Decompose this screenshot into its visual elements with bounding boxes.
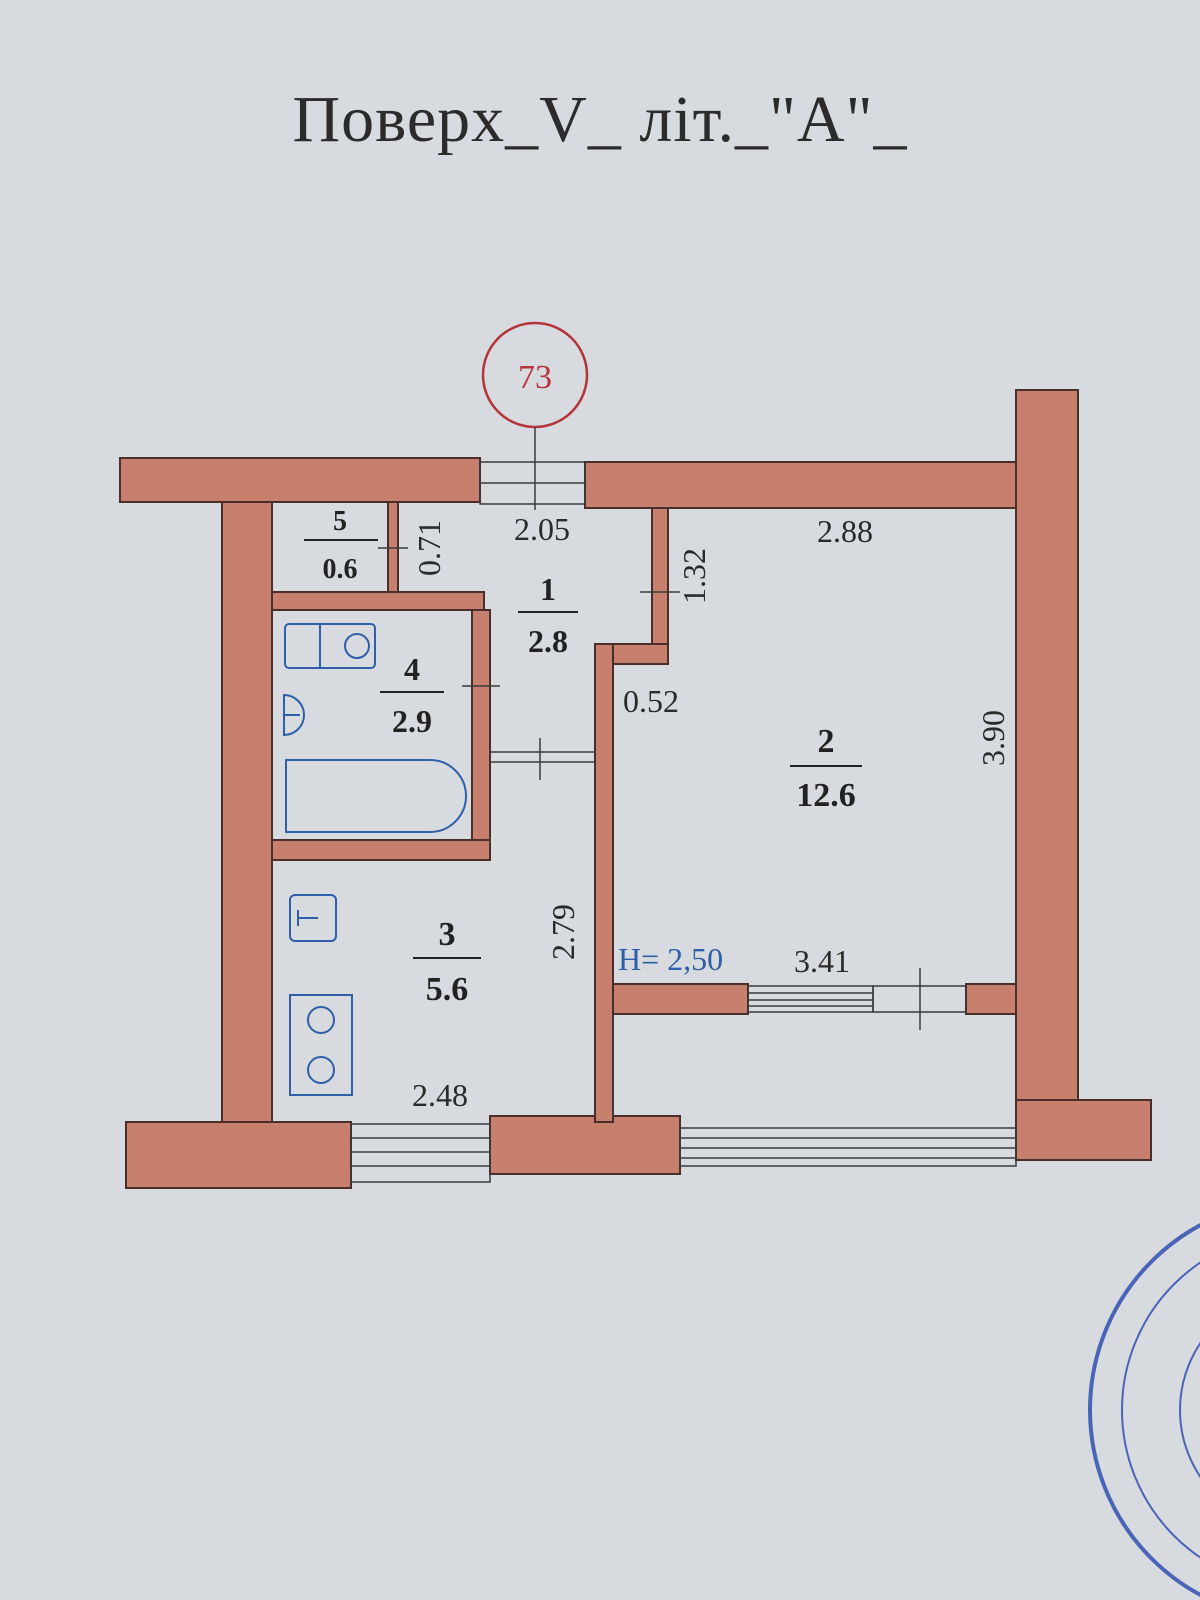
bathtub-icon xyxy=(285,759,467,833)
dim-kitchen-height: 2.79 xyxy=(545,904,581,960)
dim-hall-depth: 1.32 xyxy=(676,548,712,604)
dim-kitchen-width: 2.48 xyxy=(412,1077,468,1113)
wall-bath-top xyxy=(271,591,485,611)
apartment-number-marker: 73 xyxy=(481,321,589,510)
dim-room-height: 3.90 xyxy=(975,710,1011,766)
kitchen-door xyxy=(490,738,595,780)
wall-top-right xyxy=(584,461,1026,509)
wall-bath-right xyxy=(471,609,491,861)
dim-hall-width: 2.05 xyxy=(514,511,570,547)
walls xyxy=(119,389,1152,1189)
room-id: 2 xyxy=(818,723,835,760)
dim-storage-width: 0.71 xyxy=(411,520,447,576)
sink-icon xyxy=(289,894,337,942)
dim-room-bottom: 3.41 xyxy=(794,943,850,979)
room-label-4: 4 2.9 xyxy=(380,651,444,739)
washbasin-icon xyxy=(283,693,305,737)
room-area: 12.6 xyxy=(796,777,856,814)
room-area: 2.9 xyxy=(392,703,432,739)
kitchen-window xyxy=(350,1123,491,1183)
wall-hall-upper xyxy=(651,507,669,645)
room-area: 2.8 xyxy=(528,623,568,659)
room-labels: 5 0.6 1 2.8 4 2.9 2 12.6 3 xyxy=(304,506,862,1008)
ceiling-height: H= 2,50 xyxy=(618,941,723,977)
room-label-3: 3 5.6 xyxy=(413,916,481,1008)
dimension-labels: 2.05 0.71 1.32 2.88 3.90 0.52 3.41 2.79 … xyxy=(411,511,1011,1113)
room-label-1: 1 2.8 xyxy=(518,571,578,659)
wall-storage xyxy=(387,501,399,593)
room-label-5: 5 0.6 xyxy=(304,506,378,585)
wall-bottom-left xyxy=(125,1121,352,1189)
wall-left xyxy=(221,501,273,1123)
room-area: 0.6 xyxy=(323,554,358,585)
openings xyxy=(350,461,1017,1183)
wall-room-bottom-right xyxy=(965,983,1017,1015)
wall-right xyxy=(1015,389,1079,1161)
room-id: 1 xyxy=(540,571,556,607)
wall-bath-bottom xyxy=(271,839,491,861)
room-id: 3 xyxy=(439,916,456,953)
fixtures xyxy=(283,623,467,1096)
balcony-door xyxy=(747,968,967,1030)
toilet-icon xyxy=(284,623,376,669)
wall-kitchen-right xyxy=(594,643,614,1123)
wall-bottom-right xyxy=(1015,1099,1152,1161)
apartment-number: 73 xyxy=(518,359,552,396)
dim-room-notch: 0.52 xyxy=(623,683,679,719)
wall-room-bottom-left xyxy=(612,983,749,1015)
room-id: 4 xyxy=(404,651,420,687)
dim-room-top: 2.88 xyxy=(817,513,873,549)
floor-title: Поверх_V_ літ._"А"_ xyxy=(292,83,908,156)
wall-bottom-middle xyxy=(489,1115,681,1175)
balcony-window xyxy=(679,1127,1017,1167)
room-label-2: 2 12.6 xyxy=(790,723,862,814)
stove-icon xyxy=(289,994,353,1096)
room-id: 5 xyxy=(333,506,347,537)
wall-top-left xyxy=(119,457,481,503)
room-area: 5.6 xyxy=(426,971,469,1008)
stamp xyxy=(1088,1223,1200,1597)
